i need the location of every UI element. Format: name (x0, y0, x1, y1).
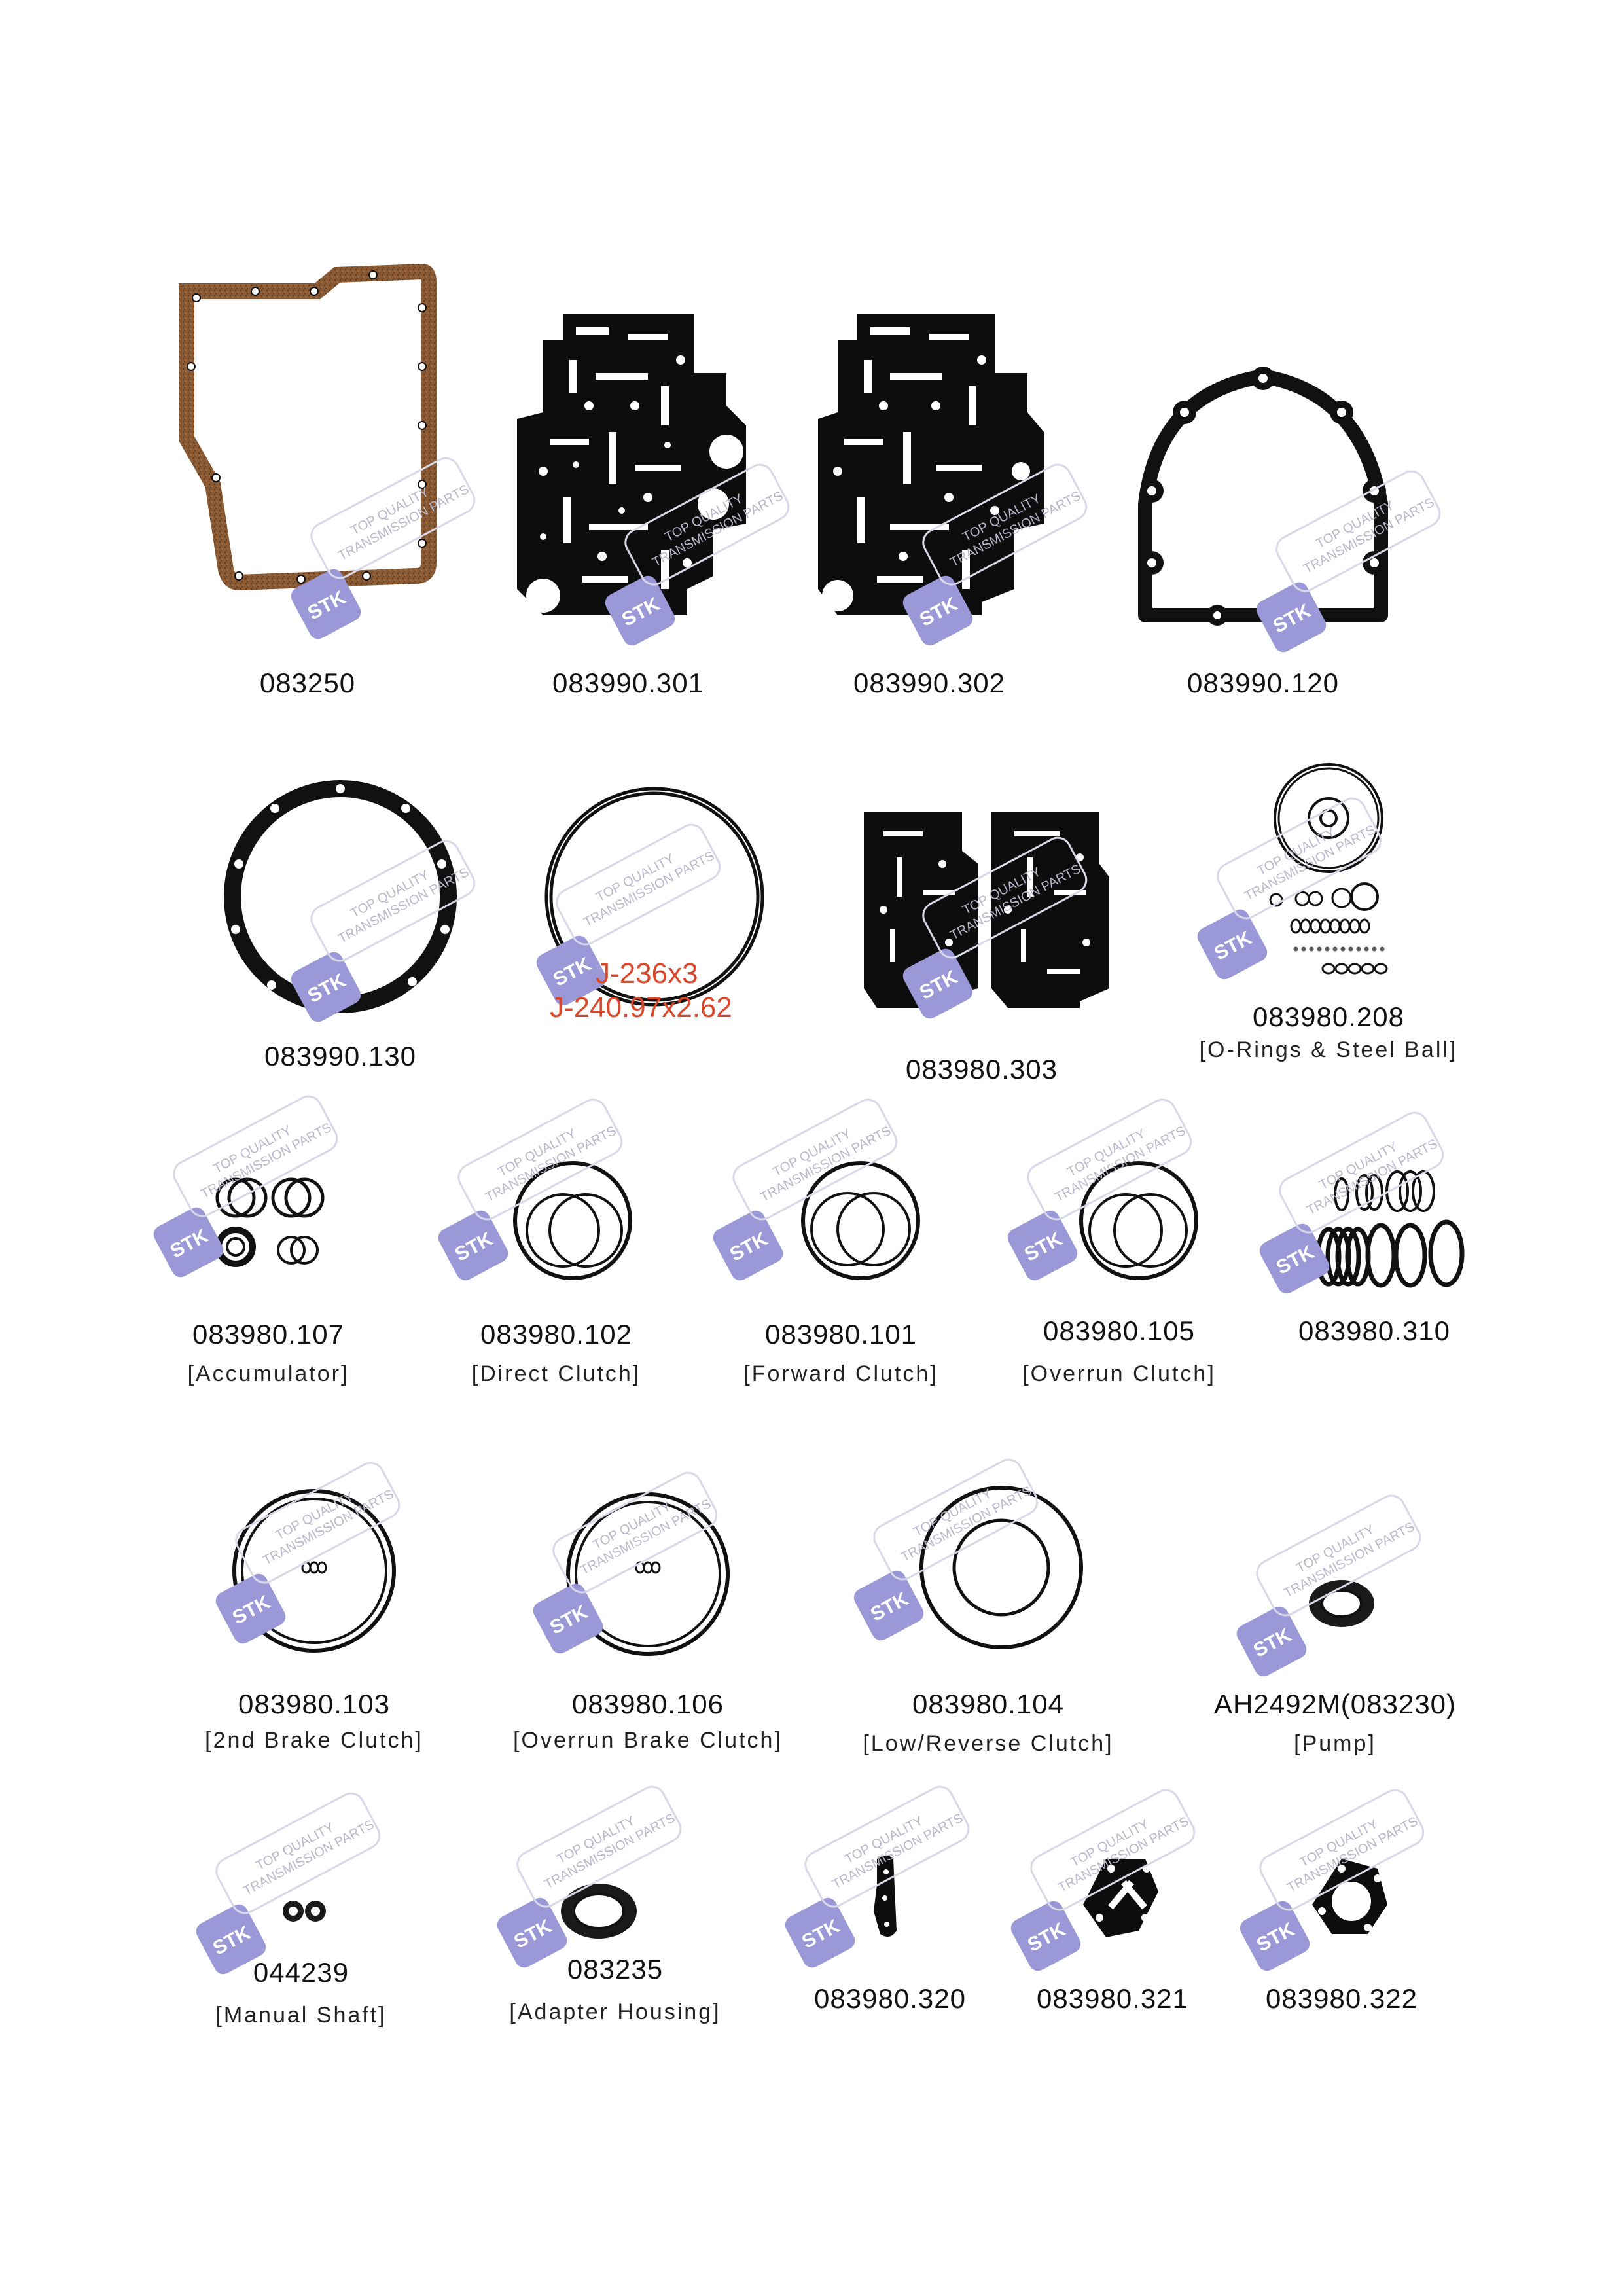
part-083980-101: 083980.101 [Forward Clutch] (709, 1094, 969, 1401)
cork-pan-gasket-icon (179, 263, 480, 643)
part-code: 083980.322 (1266, 1983, 1418, 2014)
valve-body-separator-plate-gasket-icon (818, 314, 1092, 650)
clutch-seal-icon (1003, 1094, 1198, 1285)
part-083980-303: 083980.303 (851, 798, 1113, 1086)
part-desc: [Pump] (1294, 1731, 1376, 1756)
part-desc: [Low/Reverse Clutch] (863, 1731, 1114, 1756)
part-code: 083250 (259, 668, 356, 698)
part-083990-130: 083990.130 (216, 772, 480, 1086)
part-083990-120: 083990.120 (1132, 367, 1446, 707)
part-083235: 083235 [Adapter Housing] (484, 1781, 746, 2049)
part-code: 083990.301 (552, 668, 704, 698)
part-code: 083980.102 (480, 1319, 632, 1350)
part-044239: 044239 [Manual Shaft] (177, 1787, 425, 2049)
part-083980-104: 083980.104 [Low/Reverse Clutch] (849, 1454, 1126, 1767)
bell-housing-gasket-icon (1138, 367, 1446, 656)
part-desc: [Forward Clutch] (743, 1361, 938, 1386)
piston-seal-icon (849, 1454, 1083, 1649)
part-083980-102: 083980.102 [Direct Clutch] (432, 1094, 681, 1401)
part-083980-208: 083980.208 [O-Rings & Steel Ball] (1193, 759, 1459, 1073)
part-code: 083980.106 (572, 1689, 724, 1719)
part-desc: [2nd Brake Clutch] (205, 1728, 423, 1753)
small-gasket-icon (1007, 1784, 1200, 1975)
part-code: 083980.107 (192, 1319, 344, 1350)
part-083980-105: 083980.105 [Overrun Clutch] (995, 1094, 1243, 1401)
part-code: 083980.208 (1253, 1001, 1404, 1032)
part-083980-320: 083980.320 (781, 1781, 995, 2029)
part-ah2492m-083230: AH2492M(083230) [Pump] (1198, 1490, 1472, 1767)
sealing-rings-icon (1255, 1107, 1465, 1298)
part-desc: [Accumulator] (187, 1361, 349, 1386)
oil-seal-icon (1232, 1490, 1426, 1681)
part-code: 044239 (253, 1957, 349, 1988)
part-code: 083980.310 (1298, 1316, 1450, 1346)
accumulator-seals-icon (149, 1090, 343, 1282)
o-ring-icon (532, 787, 764, 1010)
oil-seal-icon (493, 1781, 687, 1972)
size-note-1: J-236x3 (596, 958, 698, 990)
part-desc: [Overrun Clutch] (1022, 1361, 1216, 1386)
clutch-seal-icon (709, 1094, 920, 1285)
clutch-seal-icon (434, 1094, 632, 1285)
part-code: 083990.120 (1187, 668, 1339, 698)
shaft-seal-icon (192, 1787, 385, 1979)
o-rings-steel-ball-icon (1193, 763, 1388, 984)
valve-body-separator-plate-gasket-icon (517, 314, 794, 650)
part-code: 083980.101 (765, 1319, 917, 1350)
brake-seal-icon (211, 1457, 405, 1653)
part-083980-310: 083980.310 (1255, 1107, 1492, 1361)
part-code: 083980.321 (1037, 1983, 1188, 2014)
part-desc: [Manual Shaft] (215, 2003, 387, 2028)
part-code: 083980.103 (238, 1689, 390, 1719)
brake-seal-icon (529, 1467, 730, 1658)
part-code: 083980.303 (906, 1054, 1058, 1085)
part-desc: [Overrun Brake Clutch] (513, 1728, 783, 1753)
part-code: 083980.105 (1043, 1316, 1195, 1346)
part-o-ring-large: J-236x3 J-240.97x2.62 (524, 772, 785, 1034)
part-083980-321: 083980.321 (1007, 1784, 1217, 2029)
ring-gasket-icon (224, 780, 480, 1026)
size-note-2: J-240.97x2.62 (550, 992, 732, 1024)
part-083980-322: 083980.322 (1236, 1784, 1446, 2029)
part-desc: [Direct Clutch] (471, 1361, 641, 1386)
small-gasket-icon (781, 1781, 974, 1972)
part-code: AH2492M(083230) (1214, 1689, 1456, 1719)
part-code: 083980.320 (814, 1983, 966, 2014)
part-code: 083990.302 (853, 668, 1005, 698)
part-desc: [O-Rings & Steel Ball] (1199, 1037, 1458, 1062)
part-083980-107: 083980.107 [Accumulator] (149, 1090, 386, 1401)
small-gasket-icon (1236, 1784, 1429, 1975)
part-083250: 083250 (177, 263, 480, 707)
part-083980-103: 083980.103 [2nd Brake Clutch] (196, 1457, 432, 1767)
part-code: 083235 (567, 1954, 664, 1984)
part-code: 083980.104 (912, 1689, 1064, 1719)
part-code: 083990.130 (264, 1041, 416, 1071)
valve-body-gasket-pair-icon (864, 812, 1109, 1023)
part-desc: [Adapter Housing] (509, 2000, 721, 2024)
part-083990-302: 083990.302 (805, 301, 1092, 707)
part-083990-301: 083990.301 (504, 301, 794, 707)
part-083980-106: 083980.106 [Overrun Brake Clutch] (510, 1467, 785, 1767)
